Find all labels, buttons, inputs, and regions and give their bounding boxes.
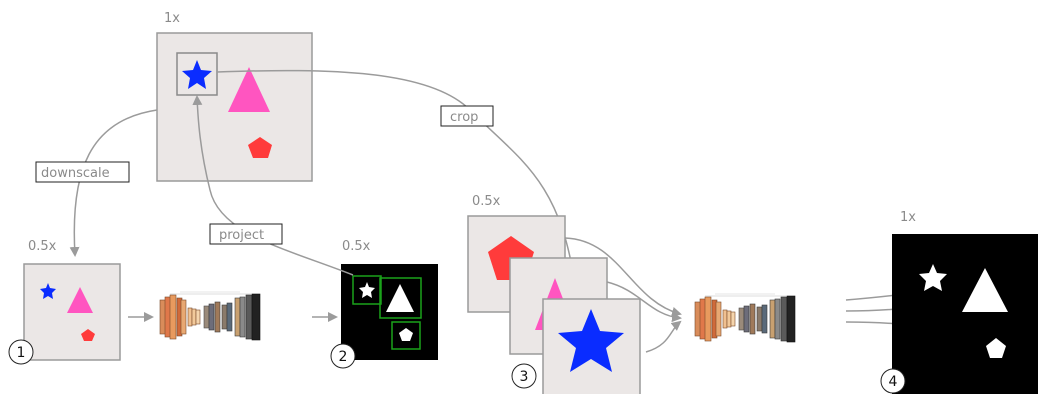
- final-star-shape: [919, 264, 947, 291]
- small-triangle-shape: [67, 287, 93, 313]
- step3-scale-label: 0.5x: [472, 194, 501, 209]
- project-arrow: [192, 95, 354, 276]
- downscale-label-box: [35, 161, 130, 183]
- crop-star-to-network: [645, 320, 682, 353]
- crop-label: crop: [450, 110, 478, 125]
- network-2: [694, 293, 796, 343]
- crop-label-box: [440, 105, 494, 127]
- step-4-marker: [880, 368, 906, 394]
- step-2-number: 2: [339, 349, 348, 365]
- final-mask-panel: [892, 234, 1038, 394]
- step2-scale-label: 0.5x: [342, 239, 371, 254]
- project-label: project: [219, 228, 264, 243]
- step-3-number: 3: [520, 369, 529, 385]
- step-3-marker: [511, 363, 537, 389]
- step1-scale-label: 0.5x: [28, 239, 57, 254]
- small-pentagon-shape: [81, 329, 95, 341]
- step-4-number: 4: [889, 374, 898, 390]
- detection-box-pentagon: [391, 321, 421, 350]
- project-label-box: [209, 223, 283, 245]
- top-scale-label: 1x: [164, 11, 180, 26]
- crop-pentagon-to-network: [564, 237, 682, 317]
- crop-triangle-to-network: [606, 281, 682, 323]
- crop-star-shape: [558, 309, 624, 372]
- detection-box-star: [352, 275, 382, 305]
- final-pentagon-shape: [986, 338, 1006, 358]
- step-1-number: 1: [17, 345, 26, 361]
- mask-pentagon-shape: [399, 328, 413, 341]
- mask-triangle-shape: [386, 284, 414, 312]
- small-star-shape: [40, 283, 56, 299]
- detection-box-triangle: [379, 277, 422, 319]
- step-1-marker: [8, 339, 34, 365]
- final-triangle-shape: [962, 268, 1008, 312]
- downscale-arrow: [69, 109, 158, 257]
- crop-region-box: [176, 52, 218, 96]
- mask-star-shape: [359, 282, 375, 298]
- downscale-label: downscale: [41, 166, 110, 181]
- star-shape: [182, 60, 212, 89]
- step4-scale-label: 1x: [900, 210, 916, 225]
- network-1: [159, 291, 261, 341]
- triangle-shape: [228, 67, 270, 112]
- step-2-marker: [330, 343, 356, 369]
- pentagon-shape: [248, 137, 272, 158]
